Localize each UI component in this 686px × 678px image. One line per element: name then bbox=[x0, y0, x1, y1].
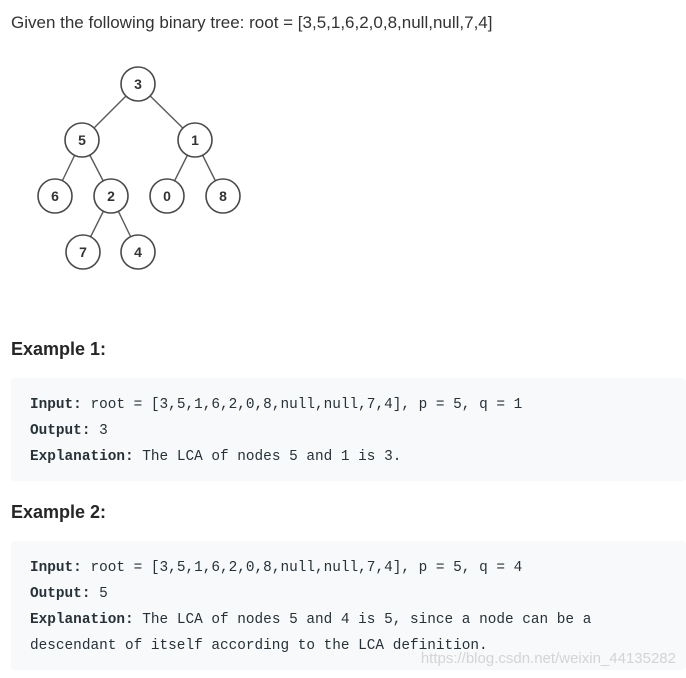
example-1-heading: Example 1: bbox=[11, 339, 107, 359]
tree-node-label: 5 bbox=[78, 132, 86, 148]
tree-node-label: 3 bbox=[134, 76, 142, 92]
tree-node-label: 8 bbox=[219, 188, 227, 204]
input-label: Input: bbox=[30, 560, 82, 576]
input-value: root = [3,5,1,6,2,0,8,null,null,7,4], p … bbox=[81, 560, 523, 576]
tree-node-2: 2 bbox=[93, 178, 129, 214]
example-2-explanation-line: Explanation: The LCA of nodes 5 and 4 is… bbox=[30, 607, 666, 633]
tree-node-label: 0 bbox=[163, 188, 171, 204]
tree-node-1: 1 bbox=[177, 122, 213, 158]
explanation-value: The LCA of nodes 5 and 1 is 3. bbox=[133, 449, 402, 465]
tree-node-label: 6 bbox=[51, 188, 59, 204]
tree-node-label: 7 bbox=[79, 244, 87, 260]
example-1-input-line: Input: root = [3,5,1,6,2,0,8,null,null,7… bbox=[30, 392, 666, 418]
tree-node-8: 8 bbox=[205, 178, 241, 214]
example-1-explanation-line: Explanation: The LCA of nodes 5 and 1 is… bbox=[30, 444, 666, 470]
example-2-input-line: Input: root = [3,5,1,6,2,0,8,null,null,7… bbox=[30, 555, 666, 581]
output-label: Output: bbox=[30, 423, 91, 439]
example-1-codeblock: Input: root = [3,5,1,6,2,0,8,null,null,7… bbox=[11, 378, 686, 481]
explanation-label: Explanation: bbox=[30, 449, 134, 465]
tree-node-7: 7 bbox=[65, 234, 101, 270]
example-1-output-line: Output: 3 bbox=[30, 418, 666, 444]
tree-node-6: 6 bbox=[37, 178, 73, 214]
tree-node-4: 4 bbox=[120, 234, 156, 270]
example-2-output-line: Output: 5 bbox=[30, 581, 666, 607]
watermark: https://blog.csdn.net/weixin_44135282 bbox=[420, 650, 676, 667]
tree-node-0: 0 bbox=[149, 178, 185, 214]
input-value: root = [3,5,1,6,2,0,8,null,null,7,4], p … bbox=[81, 397, 523, 413]
tree-node-3: 3 bbox=[120, 66, 156, 102]
explanation-label: Explanation: bbox=[30, 612, 134, 628]
tree-node-5: 5 bbox=[64, 122, 100, 158]
tree-node-label: 4 bbox=[134, 244, 142, 260]
example-2-explanation-line-2: descendant of itself according to the LC… bbox=[30, 633, 666, 659]
output-label: Output: bbox=[30, 586, 91, 602]
explanation-value-continued: descendant of itself according to the LC… bbox=[30, 638, 488, 654]
output-value: 5 bbox=[90, 586, 108, 602]
tree-node-label: 2 bbox=[107, 188, 115, 204]
tree-node-label: 1 bbox=[191, 132, 199, 148]
example-2-codeblock: Input: root = [3,5,1,6,2,0,8,null,null,7… bbox=[11, 541, 686, 670]
explanation-value: The LCA of nodes 5 and 4 is 5, since a n… bbox=[133, 612, 592, 628]
binary-tree-diagram: 3 5 1 6 2 0 8 bbox=[30, 60, 270, 290]
binary-tree-svg: 3 5 1 6 2 0 8 bbox=[37, 66, 241, 270]
example-2-heading: Example 2: bbox=[11, 502, 107, 522]
problem-intro: Given the following binary tree: root = … bbox=[11, 13, 493, 32]
input-label: Input: bbox=[30, 397, 82, 413]
output-value: 3 bbox=[90, 423, 108, 439]
